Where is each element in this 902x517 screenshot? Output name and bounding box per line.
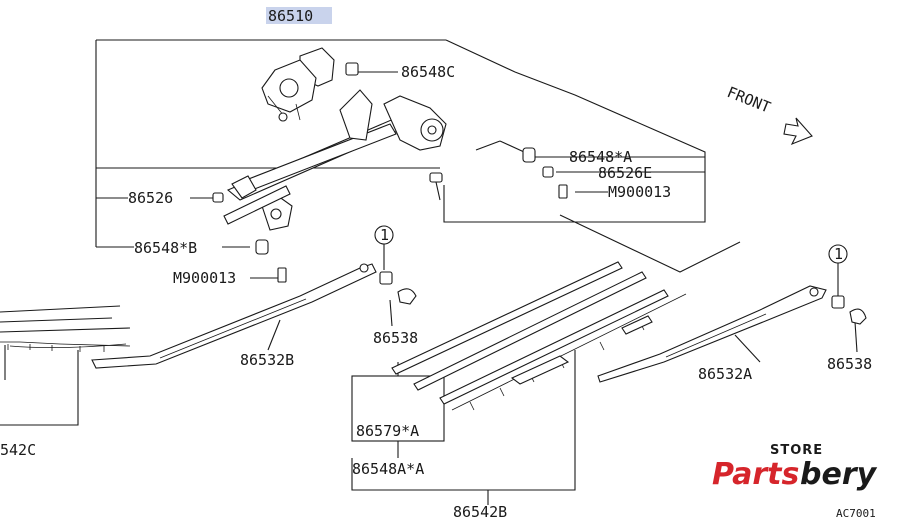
label-86548a: 86548*A bbox=[569, 148, 632, 166]
label-86526e: 86526E bbox=[598, 164, 652, 182]
wiper-blade-left bbox=[0, 305, 131, 352]
wiper-blade-center bbox=[391, 261, 687, 411]
label-86510: 86510 bbox=[268, 7, 313, 25]
cap-left bbox=[397, 288, 417, 305]
label-86548a-a: 86548A*A bbox=[352, 460, 424, 478]
front-indicator: FRONT bbox=[725, 83, 813, 146]
leader-lines bbox=[0, 39, 858, 505]
brand-parts-text: Parts bbox=[712, 457, 799, 492]
brand-store-text: STORE bbox=[770, 443, 823, 458]
label-86532b: 86532B bbox=[240, 351, 294, 369]
link-joint bbox=[212, 192, 224, 203]
svg-text:1: 1 bbox=[834, 245, 843, 263]
label-86542c: 542C bbox=[0, 441, 36, 459]
label-86532a: 86532A bbox=[698, 365, 752, 383]
brand-logo: STORE Parts bery bbox=[712, 443, 878, 492]
svg-text:1: 1 bbox=[380, 226, 389, 244]
wiper-arm-left bbox=[91, 263, 377, 369]
label-86526: 86526 bbox=[128, 189, 173, 207]
seal-86526e bbox=[542, 166, 554, 178]
label-86548b: 86548*B bbox=[134, 239, 197, 257]
front-arrow-icon bbox=[783, 117, 813, 146]
part-labels: 86510 86548C 86548*A 86526E M900013 8652… bbox=[0, 7, 872, 517]
callout-circle-left: 1 bbox=[374, 225, 394, 245]
wiper-arm-right bbox=[597, 285, 827, 383]
linkage-frame bbox=[223, 89, 447, 231]
hardware bbox=[212, 62, 867, 325]
screw-left bbox=[277, 267, 287, 283]
cap-right bbox=[849, 308, 867, 325]
front-label: FRONT bbox=[725, 83, 774, 117]
highlight-86510 bbox=[266, 7, 332, 24]
callout-circle-right: 1 bbox=[828, 244, 848, 264]
label-86579a: 86579*A bbox=[356, 422, 419, 440]
label-m900013-right: M900013 bbox=[608, 183, 671, 201]
label-86538-right: 86538 bbox=[827, 355, 872, 373]
grommet-86548b bbox=[255, 239, 269, 255]
brand-bery-text: bery bbox=[800, 457, 878, 492]
wiper-motor bbox=[261, 47, 335, 122]
nut-right bbox=[831, 295, 845, 309]
nut-left bbox=[379, 271, 393, 285]
label-86542b: 86542B bbox=[453, 503, 507, 517]
label-86538-left: 86538 bbox=[373, 329, 418, 347]
screw-right bbox=[558, 184, 568, 199]
grommet-86548c bbox=[345, 62, 359, 76]
label-m900013-left: M900013 bbox=[173, 269, 236, 287]
diagram-code: AC7001 bbox=[836, 507, 876, 517]
label-86548c: 86548C bbox=[401, 63, 455, 81]
grommet-86548a bbox=[522, 147, 536, 163]
